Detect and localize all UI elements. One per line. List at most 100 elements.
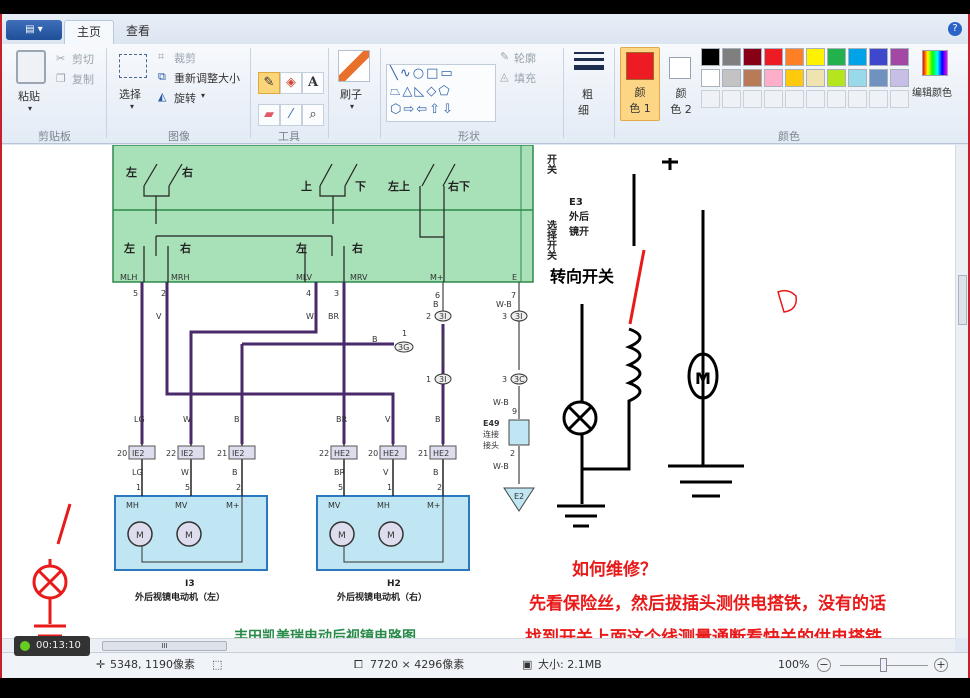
pin: 20: [117, 449, 127, 458]
sw-label-switch: 开关: [545, 154, 557, 175]
color-picker-icon[interactable]: ⁄: [280, 104, 302, 126]
conn-3c: 3C: [514, 375, 525, 384]
pin: 7: [511, 291, 516, 300]
crop-button[interactable]: 裁剪: [174, 52, 196, 65]
pin: 3: [502, 312, 507, 321]
palette-color-swatch[interactable]: [785, 69, 804, 87]
term-mplus: M+: [430, 273, 444, 282]
connector-HE2: [330, 445, 358, 460]
color2-button[interactable]: 颜 色 2: [664, 47, 698, 121]
brushes-button[interactable]: 刷子: [340, 88, 362, 101]
select-button[interactable]: 选择: [119, 88, 141, 101]
wire-color: B: [232, 468, 238, 477]
palette-color-swatch[interactable]: [764, 48, 783, 66]
palette-color-swatch[interactable]: [722, 69, 741, 87]
fill-button[interactable]: 填充: [514, 72, 536, 85]
palette-empty-swatch[interactable]: [827, 90, 846, 108]
select-icon[interactable]: [119, 54, 147, 78]
shapes-gallery[interactable]: ╲∿○□▭⏢△◺◇⬠⬡⇨⇦⇧⇩: [386, 64, 496, 122]
palette-color-swatch[interactable]: [869, 69, 888, 87]
resize-button[interactable]: 重新调整大小: [174, 72, 240, 85]
horizontal-scroll-thumb[interactable]: III: [102, 641, 227, 651]
palette-color-swatch[interactable]: [890, 48, 909, 66]
help-icon[interactable]: ?: [948, 22, 962, 36]
wire-color: B: [433, 300, 439, 309]
palette-empty-swatch[interactable]: [785, 90, 804, 108]
color1-button[interactable]: 颜 色 1: [620, 47, 660, 121]
pin: 6: [435, 291, 440, 300]
palette-empty-swatch[interactable]: [848, 90, 867, 108]
magnifier-icon[interactable]: ⌕: [302, 104, 324, 126]
rotate-dropdown-icon[interactable]: ▾: [201, 91, 206, 100]
zoom-slider-thumb[interactable]: [880, 658, 887, 672]
pencil-icon[interactable]: ✎: [258, 72, 280, 94]
circuit-diagram: 左 右 上 下 左上 右下 左 右 左 右 开关 选择开关 E3 外后 镜开 M…: [32, 145, 797, 638]
edit-colors-icon[interactable]: [922, 50, 948, 76]
cursor-position: 5348, 1190像素: [110, 658, 195, 671]
brushes-dropdown-icon[interactable]: ▾: [350, 102, 355, 111]
tab-home[interactable]: 主页: [64, 20, 115, 44]
pin: 2: [161, 289, 166, 298]
zoom-in-button[interactable]: +: [934, 658, 948, 672]
horizontal-scrollbar[interactable]: III: [2, 638, 955, 652]
palette-color-swatch[interactable]: [806, 48, 825, 66]
zoom-out-button[interactable]: −: [817, 658, 831, 672]
size-label[interactable]: 粗: [582, 88, 593, 101]
palette-empty-swatch[interactable]: [806, 90, 825, 108]
palette-color-swatch[interactable]: [848, 48, 867, 66]
palette-empty-swatch[interactable]: [743, 90, 762, 108]
conn-3i: 3I: [439, 312, 446, 321]
connector-HE2: [379, 445, 407, 460]
line-size-icon[interactable]: [574, 52, 604, 70]
e49-label: E49: [483, 419, 500, 428]
palette-color-swatch[interactable]: [785, 48, 804, 66]
palette-empty-swatch[interactable]: [764, 90, 783, 108]
select-dropdown-icon[interactable]: ▾: [130, 102, 135, 111]
palette-color-swatch[interactable]: [701, 48, 720, 66]
brush-icon[interactable]: [338, 50, 370, 82]
cut-button[interactable]: 剪切: [72, 53, 94, 66]
crop-icon: ⌗: [158, 50, 165, 63]
palette-empty-swatch[interactable]: [869, 90, 888, 108]
palette-empty-swatch[interactable]: [701, 90, 720, 108]
palette-color-swatch[interactable]: [869, 48, 888, 66]
palette-color-swatch[interactable]: [806, 69, 825, 87]
wire-color: B: [372, 335, 378, 344]
paste-icon[interactable]: [16, 50, 46, 84]
eraser-icon[interactable]: ▰: [258, 104, 280, 126]
wire-color: W-B: [493, 398, 509, 407]
paste-button[interactable]: 粘贴: [18, 90, 40, 103]
connector-IE2: [228, 445, 256, 460]
palette-empty-swatch[interactable]: [890, 90, 909, 108]
palette-color-swatch[interactable]: [827, 69, 846, 87]
pin: 1: [402, 329, 407, 338]
copy-button[interactable]: 复制: [72, 73, 94, 86]
motor-name: 外后视镜电动机（右）: [336, 591, 427, 603]
rotate-button[interactable]: 旋转: [174, 92, 196, 105]
palette-color-swatch[interactable]: [827, 48, 846, 66]
vertical-scroll-thumb[interactable]: [958, 275, 967, 325]
drawing-canvas[interactable]: 左 右 上 下 左上 右下 左 右 左 右 开关 选择开关 E3 外后 镜开 M…: [2, 145, 955, 638]
palette-color-swatch[interactable]: [743, 69, 762, 87]
tab-view[interactable]: 查看: [126, 24, 151, 38]
repair-question: 如何维修？: [572, 560, 657, 580]
palette-color-swatch[interactable]: [701, 69, 720, 87]
paste-dropdown-icon[interactable]: ▾: [28, 104, 33, 113]
app-menu-button[interactable]: ▤ ▾: [6, 20, 62, 40]
color1-label-2: 色 1: [629, 102, 651, 115]
palette-color-swatch[interactable]: [848, 69, 867, 87]
size-label-2[interactable]: 细: [578, 104, 589, 117]
palette-color-swatch[interactable]: [743, 48, 762, 66]
text-tool-icon[interactable]: A: [302, 72, 324, 94]
disk-icon: ▣: [522, 658, 533, 671]
palette-color-swatch[interactable]: [764, 69, 783, 87]
sw-down: 下: [355, 180, 366, 193]
vertical-scrollbar[interactable]: [955, 145, 968, 638]
edit-colors-button[interactable]: 编辑颜色: [912, 88, 952, 99]
fill-bucket-icon[interactable]: ◈: [280, 72, 302, 94]
palette-color-swatch[interactable]: [722, 48, 741, 66]
outline-button[interactable]: 轮廓: [514, 52, 536, 65]
zoom-level: 100%: [778, 658, 810, 671]
palette-empty-swatch[interactable]: [722, 90, 741, 108]
palette-color-swatch[interactable]: [890, 69, 909, 87]
